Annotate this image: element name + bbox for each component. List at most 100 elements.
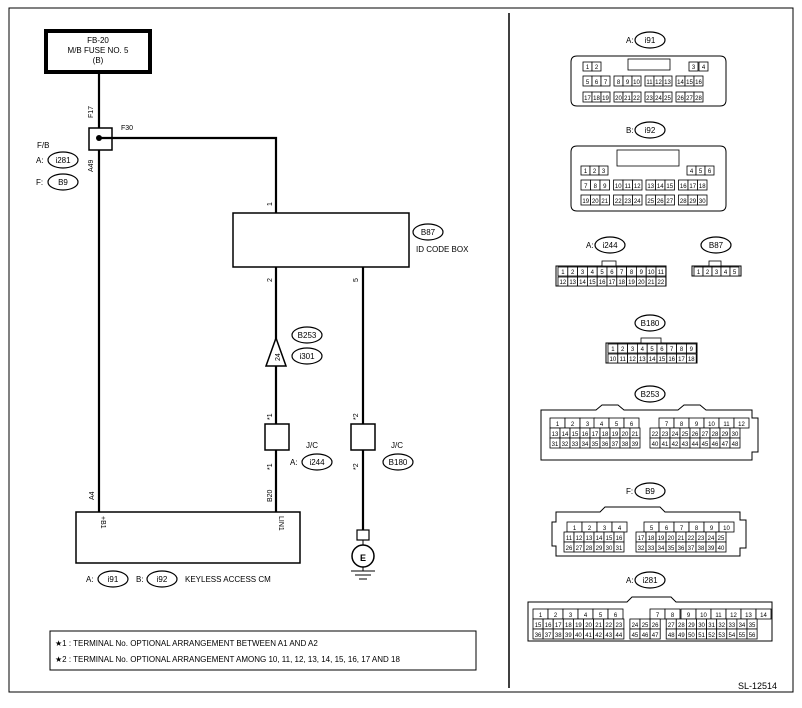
- i91-pin-cell: [693, 75, 704, 87]
- jc1-conn-oval: [301, 453, 333, 471]
- i281-pin-52: 52: [708, 633, 715, 639]
- B253-pin-5: 5: [615, 422, 619, 428]
- i281-pin-27: 27: [668, 623, 675, 629]
- i92-pin-6: 6: [708, 169, 712, 175]
- i281-pin-3: 3: [569, 613, 573, 619]
- i281-pin-cell: [746, 628, 758, 640]
- B9-pin-23: 23: [698, 536, 705, 542]
- B253-pin-37: 37: [612, 442, 619, 448]
- idbox-conn-oval: [412, 223, 444, 241]
- i92-pin-4: 4: [690, 169, 694, 175]
- i91-pin-cell: [698, 61, 709, 72]
- B253-pin-14: 14: [562, 432, 569, 438]
- B87-latch: [708, 260, 722, 267]
- B253-pin-26: 26: [692, 432, 699, 438]
- inline-conn1: B253: [298, 331, 317, 340]
- i244-pin-14: 14: [579, 280, 586, 286]
- i281-pin-36: 36: [535, 633, 542, 639]
- i92-pin-1: 1: [584, 169, 588, 175]
- i244-pin-2: 2: [571, 270, 575, 276]
- i91-pin-21: 21: [624, 96, 631, 102]
- jc1-prefix: A:: [290, 458, 298, 467]
- i244-latch: [601, 260, 617, 267]
- i281-pin-54: 54: [729, 633, 736, 639]
- B253-pin-19: 19: [612, 432, 619, 438]
- B253-pin-9: 9: [695, 422, 699, 428]
- jc1-title: J/C: [306, 441, 318, 450]
- i281-prefix: A:: [626, 576, 634, 585]
- fb-title: F/B: [37, 141, 49, 150]
- notes-box: [49, 630, 477, 671]
- i91-pin-11: 11: [646, 80, 653, 86]
- i91-pin-4: 4: [702, 65, 706, 71]
- B9-prefix: F:: [626, 487, 633, 496]
- i91-pin-cell: [693, 91, 704, 103]
- keyless-b-oval: [146, 570, 178, 588]
- B180-latch: [640, 337, 662, 344]
- i244-pin-16: 16: [599, 280, 606, 286]
- i92-prefix: B:: [626, 126, 634, 135]
- i91-pin-18: 18: [593, 96, 600, 102]
- B253-pin-30: 30: [732, 432, 739, 438]
- jc1-mark-top: *1: [267, 413, 274, 420]
- B253-pin-36: 36: [602, 442, 609, 448]
- i244-pin-17: 17: [609, 280, 616, 286]
- B253-pin-13: 13: [552, 432, 559, 438]
- i281-pin-12: 12: [730, 613, 737, 619]
- B253-pin-21: 21: [632, 432, 639, 438]
- B180-pin-16: 16: [668, 357, 675, 363]
- B180-pin-4: 4: [641, 347, 645, 353]
- i281-pin-51: 51: [698, 633, 705, 639]
- i92-latch: [616, 149, 680, 167]
- i244-pin-5: 5: [600, 270, 604, 276]
- i281-pin-20: 20: [585, 623, 592, 629]
- inline-pin: 24: [275, 353, 282, 361]
- i281-pin-30: 30: [698, 623, 705, 629]
- i91-pin-2: 2: [595, 65, 599, 71]
- B180-pin-8: 8: [680, 347, 684, 353]
- outer-frame: [8, 7, 794, 693]
- jc1-mark-bottom: *1: [267, 463, 274, 470]
- i281-pin-41: 41: [585, 633, 592, 639]
- i244-pin-4: 4: [591, 270, 595, 276]
- B9-pin-7: 7: [680, 526, 684, 532]
- i281-pin-50: 50: [688, 633, 695, 639]
- B9-pin-cell: [715, 541, 727, 553]
- fb-a-prefix: A:: [36, 156, 44, 165]
- B180-name: B180: [641, 319, 660, 328]
- pin-b20: B20: [267, 489, 274, 502]
- B253-pin-35: 35: [592, 442, 599, 448]
- B253-name: B253: [641, 390, 660, 399]
- idbox-conn: B87: [421, 228, 436, 237]
- pin-a4: A4: [89, 491, 96, 500]
- i92-pin-17: 17: [689, 184, 696, 190]
- idbox-label: ID CODE BOX: [416, 245, 469, 254]
- i244-pin-9: 9: [640, 270, 644, 276]
- i244-pin-10: 10: [648, 270, 655, 276]
- i91-pin-17: 17: [584, 96, 591, 102]
- i281-pin-10: 10: [700, 613, 707, 619]
- i92-pin-30: 30: [699, 199, 706, 205]
- B9-pin-cell: [718, 521, 735, 533]
- i281-pin-26: 26: [652, 623, 659, 629]
- i244-name: i244: [602, 241, 618, 250]
- B253-pin-31: 31: [552, 442, 559, 448]
- jc2-mark-top: *2: [353, 413, 360, 420]
- ground-terminal: [356, 529, 370, 541]
- B180-pin-2: 2: [621, 347, 625, 353]
- B9-pin-5: 5: [650, 526, 654, 532]
- B9-pin-1: 1: [573, 526, 577, 532]
- B9-pin-cell: [613, 541, 625, 553]
- i244-pin-1: 1: [561, 270, 565, 276]
- note-1: ★1 : TERMINAL No. OPTIONAL ARRANGEMENT B…: [55, 639, 318, 648]
- B9-pin-15: 15: [606, 536, 613, 542]
- i91-pin-23: 23: [646, 96, 653, 102]
- B253-pin-cell: [733, 417, 750, 429]
- i92-pin-20: 20: [592, 199, 599, 205]
- i92-pin-cell: [632, 194, 643, 206]
- inline-conn2-oval: [291, 347, 323, 365]
- i244-pin-20: 20: [638, 280, 645, 286]
- keyless-a-oval: [97, 570, 129, 588]
- i281-pin-6: 6: [614, 613, 618, 619]
- B9-pin-12: 12: [576, 536, 583, 542]
